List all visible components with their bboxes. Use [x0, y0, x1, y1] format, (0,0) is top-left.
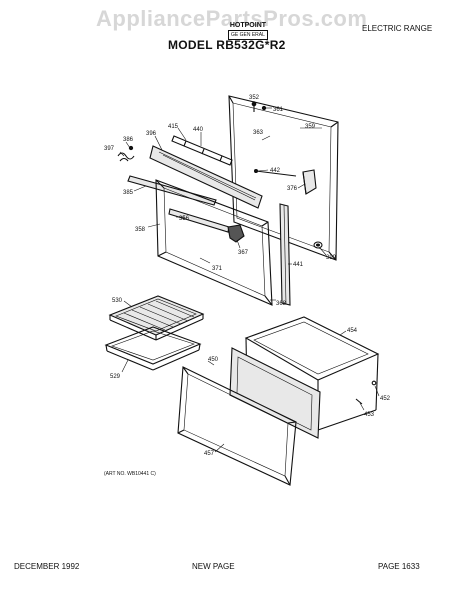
broiler-grid — [108, 295, 205, 341]
callout-397: 397 — [104, 146, 115, 152]
art-number-footnote: (ART NO. WB10441 C) — [104, 471, 156, 477]
callout-442: 442 — [270, 168, 281, 174]
callout-358: 358 — [135, 227, 146, 233]
callout-363: 363 — [253, 130, 264, 136]
callout-368: 368 — [276, 301, 287, 307]
door-top-trim — [149, 145, 263, 209]
callout-529: 529 — [110, 374, 121, 380]
callout-457: 457 — [204, 451, 215, 457]
callout-450: 450 — [208, 357, 219, 363]
callout-396: 396 — [146, 131, 157, 137]
door-latch-part — [302, 169, 317, 195]
drawer-screws — [355, 380, 377, 405]
footer-new-page: NEW PAGE — [192, 562, 235, 571]
door-liner-strip — [253, 168, 297, 177]
callout-385: 385 — [123, 190, 134, 196]
footer-date: DECEMBER 1992 — [14, 562, 80, 571]
hinge-latch — [227, 224, 245, 243]
callout-530: 530 — [112, 298, 123, 304]
callout-376: 376 — [287, 186, 298, 192]
callout-415: 415 — [168, 124, 179, 130]
footer-page-number: PAGE 1633 — [378, 562, 420, 571]
model-title: MODEL RB532G*R2 — [168, 38, 286, 52]
callout-454: 454 — [347, 328, 358, 334]
brand-logo: HOTPOINT GE GEN ERAL — [228, 22, 268, 40]
drawer-front — [177, 366, 297, 486]
callout-453: 453 — [364, 412, 375, 418]
broiler-pan — [104, 326, 202, 371]
inner-door-frame — [155, 179, 273, 306]
callout-367: 367 — [238, 250, 249, 256]
brand-name: HOTPOINT — [229, 22, 267, 29]
brand-subtitle: GE GEN ERAL — [228, 30, 268, 40]
callout-361: 361 — [273, 107, 284, 113]
leader-lines — [119, 101, 380, 453]
callout-371: 371 — [212, 266, 223, 272]
callout-440: 440 — [193, 127, 204, 133]
callout-359: 359 — [305, 124, 316, 130]
drawer-inner-panel — [229, 347, 321, 439]
watermark: AppliancePartsPros.com — [96, 6, 368, 31]
callout-452: 452 — [380, 396, 391, 402]
callout-356: 356 — [179, 216, 190, 222]
callout-399: 399 — [326, 255, 337, 261]
callout-441: 441 — [293, 262, 304, 268]
callout-386: 386 — [123, 137, 134, 143]
hinge-bracket — [171, 135, 233, 166]
outer-door-panel — [228, 95, 339, 261]
side-channel — [279, 203, 291, 306]
round-spacer — [313, 241, 323, 249]
part-callouts: 352 361 359 363 415 440 396 386 397 442 … — [104, 95, 391, 457]
category-label: ELECTRIC RANGE — [362, 24, 433, 33]
drawer-box — [244, 316, 380, 431]
window-bar — [168, 208, 230, 233]
spring-clip — [117, 145, 135, 162]
callout-352: 352 — [249, 95, 260, 101]
